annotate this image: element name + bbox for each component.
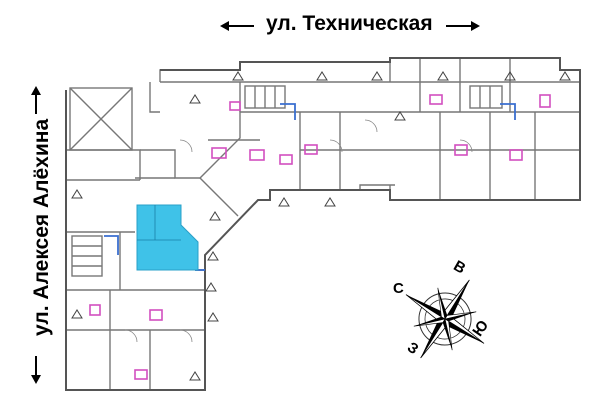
compass-north: С <box>393 280 404 297</box>
highlighted-apartment <box>136 204 199 271</box>
stair-right <box>469 85 503 109</box>
street-top-header: ул. Техническая <box>0 10 600 38</box>
compass-rose-icon <box>405 279 485 359</box>
arrow-up-icon <box>31 86 41 114</box>
street-top-label: ул. Техническая <box>266 12 433 35</box>
arrow-right-icon <box>446 21 480 31</box>
arrow-down-icon <box>31 356 41 384</box>
arrow-left-icon <box>220 21 254 31</box>
